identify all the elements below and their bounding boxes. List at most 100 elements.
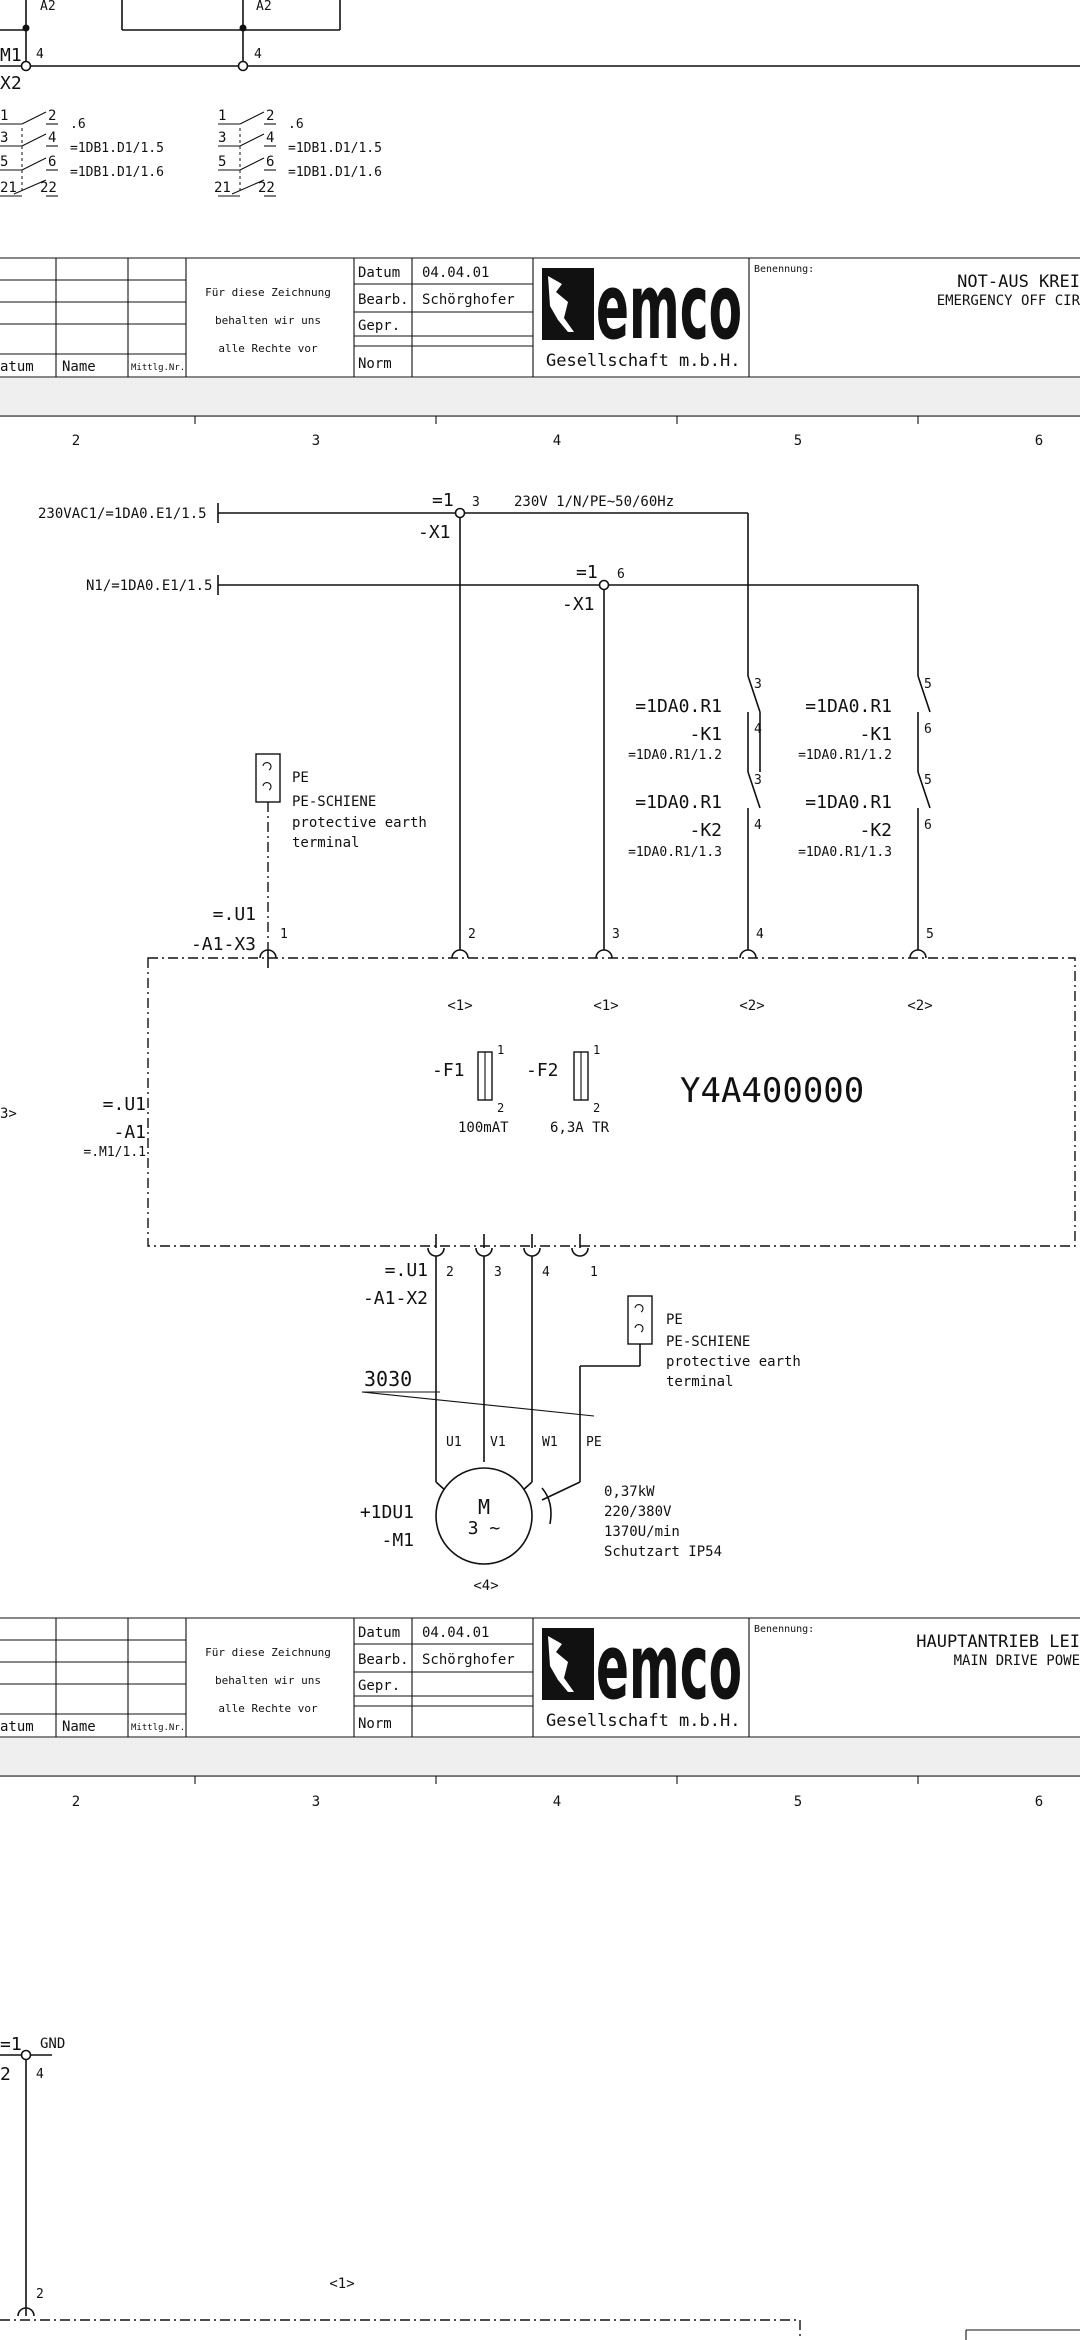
svg-text:3>: 3> — [0, 1106, 17, 1122]
company-name: Gesellschaft m.b.H. — [546, 351, 740, 371]
svg-text:-F2: -F2 — [526, 1060, 559, 1081]
field-label: Bearb. — [358, 292, 409, 308]
svg-text:4: 4 — [553, 1794, 561, 1810]
svg-text:21: 21 — [214, 180, 231, 196]
contact-ref: -K2 — [689, 820, 722, 841]
svg-text:2: 2 — [468, 927, 476, 942]
svg-text:PE: PE — [586, 1435, 602, 1450]
field-label: Datum — [358, 1625, 400, 1641]
motor-voltage: 220/380V — [604, 1504, 672, 1520]
svg-text:GND: GND — [40, 2036, 65, 2052]
motor-ref: -M1 — [381, 1530, 414, 1551]
svg-text:2: 2 — [266, 108, 274, 124]
sheet-top: A2 A2 M1 X2 4 4 1 2 3 4 5 6 21 22 — [0, 0, 1080, 197]
svg-text:5: 5 — [924, 773, 932, 788]
fuse-f1: -F1 1 2 100mAT — [432, 1043, 509, 1136]
svg-text:=1DB1.D1/1.6: =1DB1.D1/1.6 — [288, 165, 382, 180]
svg-text:U1: U1 — [446, 1435, 462, 1450]
svg-text:22: 22 — [258, 180, 275, 196]
rights-text: behalten wir uns — [215, 1674, 321, 1687]
rights-text: Für diese Zeichnung — [205, 1646, 331, 1659]
svg-text:3: 3 — [312, 1794, 320, 1810]
svg-text:-F1: -F1 — [432, 1060, 465, 1081]
x3-terminals: 1 2 3 4 5 — [259, 927, 934, 968]
column-ruler: 2 3 4 5 6 — [0, 415, 1080, 449]
svg-text:4: 4 — [542, 1265, 550, 1280]
svg-text:2: 2 — [0, 2064, 11, 2085]
svg-text:3: 3 — [754, 677, 762, 692]
svg-text:6: 6 — [617, 567, 625, 582]
svg-text:4: 4 — [553, 433, 561, 449]
svg-text:V1: V1 — [490, 1435, 506, 1450]
unit-eq: =.U1 — [103, 1094, 146, 1115]
svg-text:3 ~: 3 ~ — [468, 1518, 501, 1539]
svg-text:=1: =1 — [432, 490, 454, 511]
rev-header: Name — [62, 359, 96, 375]
svg-text:6: 6 — [924, 818, 932, 833]
svg-text:-A1-X2: -A1-X2 — [363, 1288, 428, 1309]
svg-text:6: 6 — [1035, 1794, 1043, 1810]
svg-text:=1: =1 — [0, 2034, 22, 2055]
svg-text:<4>: <4> — [473, 1578, 498, 1594]
contact-eq: =1DA0.R1 — [635, 792, 722, 813]
svg-text:3: 3 — [0, 130, 8, 146]
field-value: 04.04.01 — [422, 1625, 489, 1641]
field-label: Bearb. — [358, 1652, 409, 1668]
rev-header: atum — [0, 359, 34, 375]
title-block: atum Name Mittlg.Nr. Für diese Zeichnung… — [0, 1615, 1080, 1738]
rights-text: Für diese Zeichnung — [205, 286, 331, 299]
motor-protection: Schutzart IP54 — [604, 1544, 722, 1560]
svg-text:PE-SCHIENE: PE-SCHIENE — [292, 794, 376, 810]
contact-xref: =1DA0.R1/1.3 — [798, 845, 892, 860]
feed-label-n: N1/=1DA0.E1/1.5 — [86, 578, 212, 594]
company-name: Gesellschaft m.b.H. — [546, 1711, 740, 1731]
drawing-subtitle: EMERGENCY OFF CIR — [937, 293, 1080, 309]
svg-text:=.U1: =.U1 — [213, 904, 256, 925]
svg-text:=1: =1 — [576, 562, 598, 583]
x2-terminals: 2 3 4 1 — [427, 1234, 598, 1280]
svg-text:=1DB1.D1/1.5: =1DB1.D1/1.5 — [70, 141, 164, 156]
terminal-num: 4 — [36, 47, 44, 62]
unit-xref: =.M1/1.1 — [83, 1145, 146, 1160]
feed-label-l: 230VAC1/=1DA0.E1/1.5 — [38, 506, 207, 522]
svg-text:2: 2 — [48, 108, 56, 124]
svg-text:<2>: <2> — [739, 998, 764, 1014]
svg-text:<1>: <1> — [329, 2276, 354, 2292]
svg-text:terminal: terminal — [666, 1374, 733, 1390]
svg-text:terminal: terminal — [292, 835, 359, 851]
svg-text:1: 1 — [593, 1043, 600, 1057]
contact-xref: =1DA0.R1/1.2 — [798, 748, 892, 763]
cable-number: 3030 — [364, 1367, 412, 1391]
field-label: Gepr. — [358, 318, 400, 334]
motor-power: 0,37kW — [604, 1484, 655, 1500]
svg-text:5: 5 — [794, 433, 802, 449]
motor-rpm: 1370U/min — [604, 1524, 680, 1540]
contact-xref: =1DA0.R1/1.2 — [628, 748, 722, 763]
field-label: Datum — [358, 265, 400, 281]
drawing-title: HAUPTANTRIEB LEI — [916, 1632, 1080, 1652]
svg-text:=1DB1.D1/1.6: =1DB1.D1/1.6 — [70, 165, 164, 180]
svg-text:3: 3 — [754, 773, 762, 788]
contact-eq: =1DA0.R1 — [805, 792, 892, 813]
emco-logo: emco — [542, 255, 742, 360]
rev-header: Name — [62, 1719, 96, 1735]
field-label: Norm — [358, 1716, 392, 1732]
svg-text:=.U1: =.U1 — [385, 1260, 428, 1281]
svg-text:1: 1 — [218, 108, 226, 124]
contact-xref: =1DA0.R1/1.3 — [628, 845, 722, 860]
contact-label: A2 — [40, 0, 56, 14]
field-label: Norm — [358, 356, 392, 372]
title-block: atum Name Mittlg.Nr. Für diese Zeichnung… — [0, 255, 1080, 378]
svg-text:2: 2 — [72, 1794, 80, 1810]
svg-text:1: 1 — [497, 1043, 504, 1057]
svg-text:5: 5 — [926, 927, 934, 942]
field-value: 04.04.01 — [422, 265, 489, 281]
svg-text:2: 2 — [593, 1101, 600, 1115]
svg-text:3: 3 — [612, 927, 620, 942]
svg-text:4: 4 — [756, 927, 764, 942]
svg-text:100mAT: 100mAT — [458, 1120, 509, 1136]
terminal-num: 4 — [254, 47, 262, 62]
benennung-label: Benennung: — [754, 264, 814, 275]
